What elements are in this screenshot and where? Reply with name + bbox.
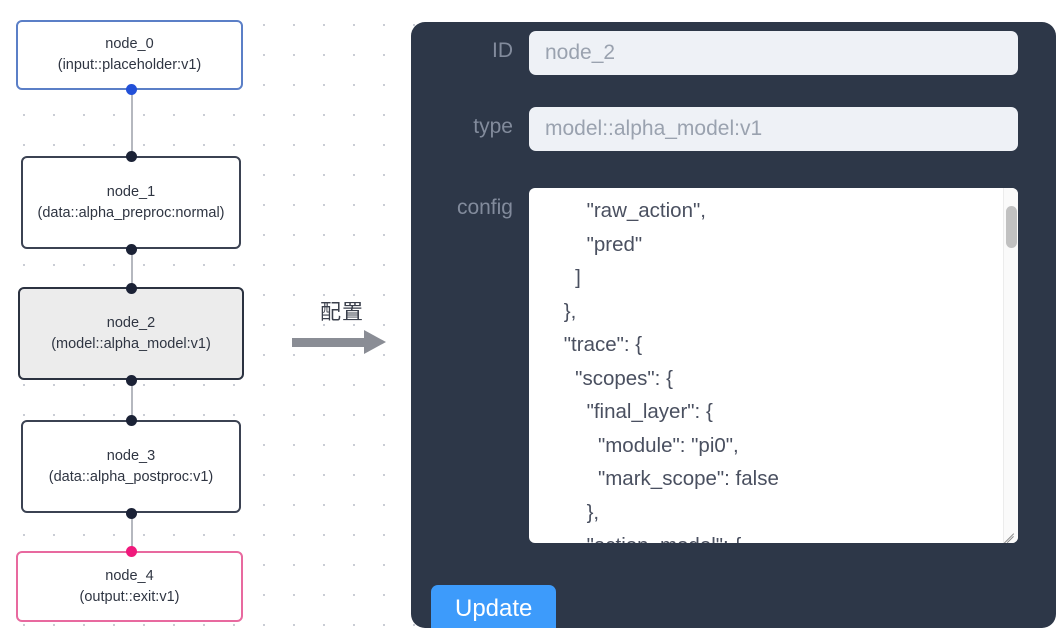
config-textarea[interactable]: "raw_action", "pred" ] }, "trace": { "sc… bbox=[563, 199, 779, 543]
annotation-group: 配置 bbox=[286, 296, 398, 354]
config-scrollbar-track[interactable] bbox=[1003, 188, 1018, 543]
edge-node0-node1 bbox=[131, 89, 133, 159]
node-id-label: node_2 bbox=[106, 314, 156, 331]
graph-node-node_1[interactable]: node_1 (data::alpha_preproc:normal) bbox=[21, 156, 241, 249]
graph-node-node_4[interactable]: node_4 (output::exit:v1) bbox=[16, 551, 243, 622]
arrow-head bbox=[364, 330, 386, 354]
graph-node-node_0[interactable]: node_0 (input::placeholder:v1) bbox=[16, 20, 243, 90]
annotation-label: 配置 bbox=[320, 300, 364, 324]
port-node_2-in[interactable] bbox=[126, 283, 137, 294]
config-label: config bbox=[456, 196, 513, 219]
config-scrollbar-thumb[interactable] bbox=[1006, 206, 1017, 248]
id-input[interactable] bbox=[529, 31, 1018, 75]
edge-node2-node3 bbox=[131, 379, 133, 423]
arrow-right-icon bbox=[292, 330, 392, 354]
node-type-label: (model::alpha_model:v1) bbox=[51, 335, 211, 352]
port-node_2-out[interactable] bbox=[126, 375, 137, 386]
port-node_3-out[interactable] bbox=[126, 508, 137, 519]
update-button[interactable]: Update bbox=[431, 585, 557, 628]
node-type-label: (input::placeholder:v1) bbox=[57, 57, 202, 73]
field-row-config: config "raw_action", "pred" ] }, "trace"… bbox=[411, 188, 1018, 543]
field-row-type: type bbox=[411, 107, 1018, 151]
config-textarea-wrapper[interactable]: "raw_action", "pred" ] }, "trace": { "sc… bbox=[529, 188, 1018, 543]
node-id-label: node_4 bbox=[105, 567, 154, 584]
graph-node-node_3[interactable]: node_3 (data::alpha_postproc:v1) bbox=[21, 420, 241, 513]
type-input[interactable] bbox=[529, 107, 1018, 151]
edge-node3-node4 bbox=[131, 512, 133, 554]
node-type-label: (data::alpha_postproc:v1) bbox=[48, 468, 214, 485]
config-panel: ID type config "raw_action", "pred" ] },… bbox=[411, 22, 1056, 628]
resize-handle-icon[interactable] bbox=[1002, 527, 1016, 543]
edge-node1-node2 bbox=[131, 248, 133, 290]
port-node_1-out[interactable] bbox=[126, 244, 137, 255]
arrow-shaft bbox=[292, 338, 368, 347]
port-node_0-out[interactable] bbox=[126, 84, 137, 95]
node-type-label: (data::alpha_preproc:normal) bbox=[37, 204, 225, 221]
id-label: ID bbox=[492, 39, 513, 62]
node-id-label: node_3 bbox=[106, 447, 156, 464]
node-id-label: node_1 bbox=[106, 183, 156, 200]
node-id-label: node_0 bbox=[105, 36, 154, 53]
graph-node-node_2[interactable]: node_2 (model::alpha_model:v1) bbox=[18, 287, 244, 380]
port-node_1-in[interactable] bbox=[126, 151, 137, 162]
type-label: type bbox=[473, 115, 513, 138]
port-node_4-in[interactable] bbox=[126, 546, 137, 557]
port-node_3-in[interactable] bbox=[126, 415, 137, 426]
node-type-label: (output::exit:v1) bbox=[79, 588, 180, 605]
field-row-id: ID bbox=[411, 31, 1018, 75]
